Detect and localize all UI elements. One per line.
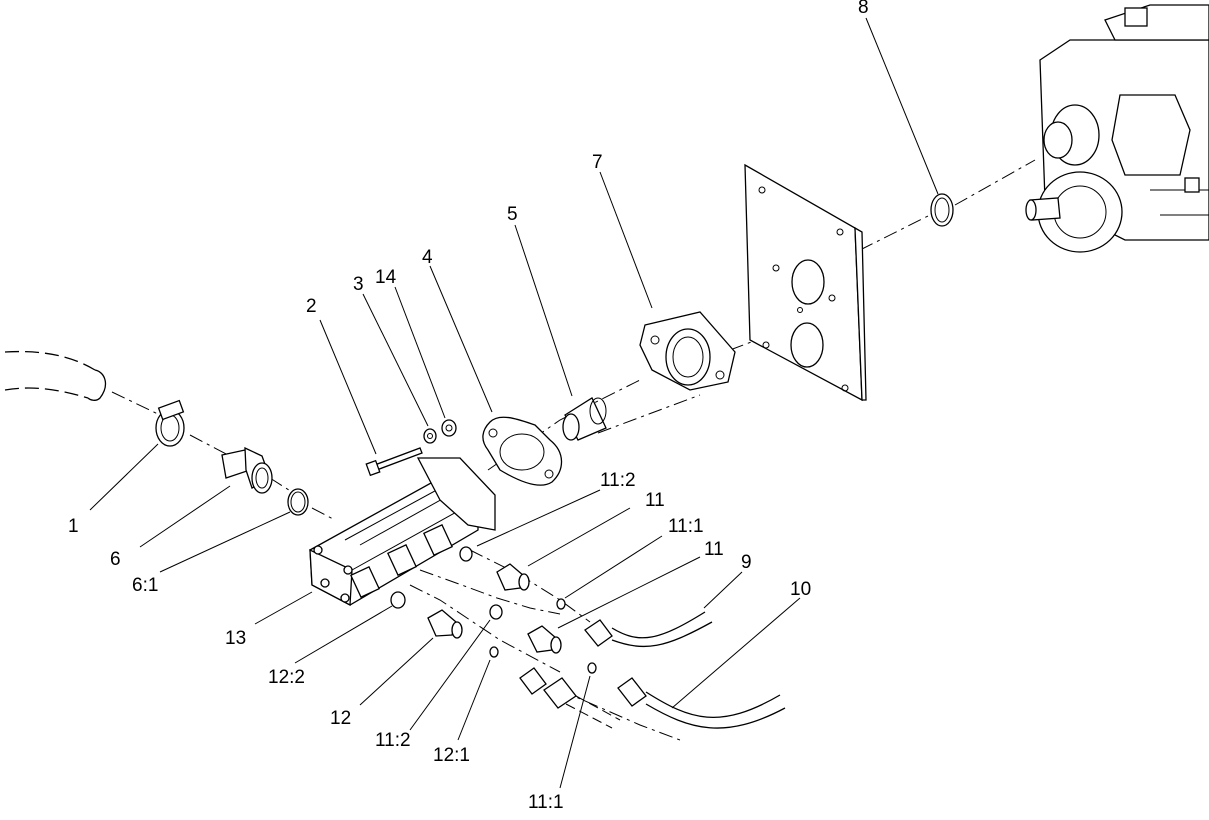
callout-11-2-upper: 11:2 [600,470,636,491]
callout-11-upper: 11 [645,490,665,511]
callout-6-1: 6:1 [132,575,158,596]
hydraulic-tube-9 [584,611,713,648]
straight-fitting-12 [427,609,463,639]
callout-5: 5 [507,204,518,225]
callout-7: 7 [592,152,603,173]
callout-3: 3 [353,274,364,295]
hose-clamp [155,399,185,447]
o-ring-11-1-upper [556,598,566,610]
callout-labels: 1 2 3 14 4 5 7 8 6 6:1 13 12:2 12 11:2 1… [68,0,869,813]
callout-12-2: 12:2 [268,667,305,688]
gear-pump-body [309,457,496,607]
flange-bearing [639,311,736,391]
flat-washer [441,419,457,437]
lock-washer [423,428,437,444]
o-ring-11-2-upper [459,546,473,562]
gasket [482,416,563,486]
hose-fitting [221,446,273,494]
callout-4: 4 [422,247,433,268]
hose [4,350,107,401]
assembly-centerlines [111,159,1036,741]
callout-11-2-lower: 11:2 [375,730,411,751]
hydrostatic-pump [1025,4,1209,253]
mounting-plate [744,163,867,402]
callout-11-1-lower: 11:1 [528,792,564,813]
elbow-fitting-11-lower [527,625,562,654]
callout-6: 6 [110,549,121,570]
o-ring-8 [930,193,954,227]
o-ring-6-1 [287,488,309,516]
capscrew [365,447,423,477]
elbow-fitting-11-upper [496,563,530,591]
o-ring-12-2 [390,591,406,609]
callout-13: 13 [225,628,246,649]
tube-nut-lower [519,667,621,729]
callout-14: 14 [375,267,397,288]
callout-2: 2 [306,296,317,317]
callout-9: 9 [741,552,752,573]
o-ring-12-1 [489,646,499,658]
leader-lines [89,17,939,789]
callout-12-1: 12:1 [433,745,470,766]
hydraulic-tube-10 [617,677,786,729]
o-ring-11-1-lower [587,662,597,674]
callout-11-lower: 11 [704,539,724,560]
coupler [562,397,607,441]
callout-10: 10 [790,579,811,600]
callout-12: 12 [330,708,351,729]
o-ring-11-2-lower [489,604,503,620]
callout-11-1-upper: 11:1 [668,516,704,537]
callout-8: 8 [858,0,869,18]
callout-1: 1 [68,516,79,537]
